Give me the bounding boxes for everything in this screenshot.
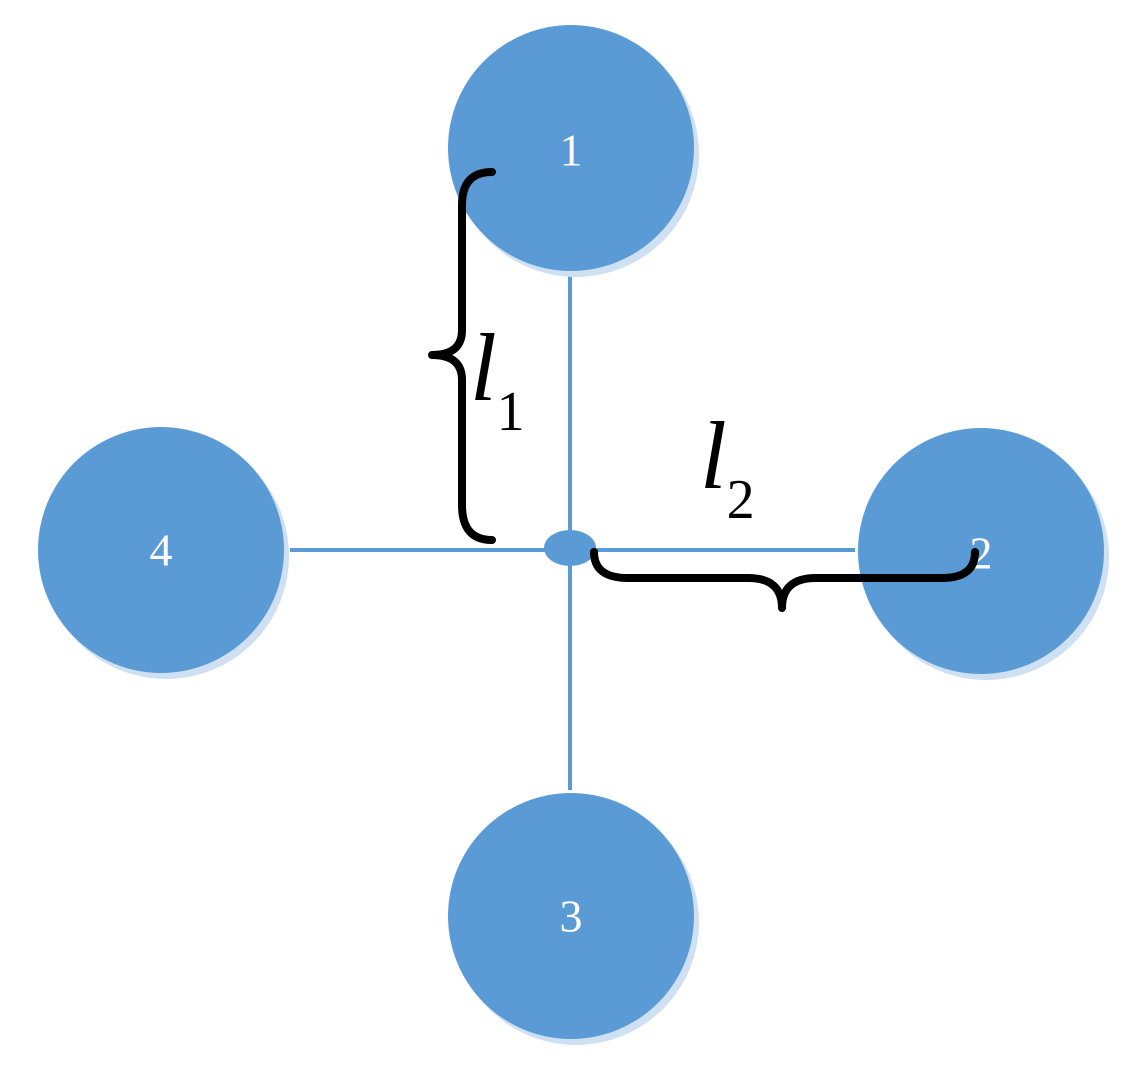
dimension-l2-label: l2 xyxy=(700,402,755,531)
node-1-label: 1 xyxy=(560,125,583,176)
node-1-circle xyxy=(448,25,694,271)
node-3-label: 3 xyxy=(560,891,583,942)
node-3: 3 xyxy=(448,793,694,1039)
node-4-circle xyxy=(38,427,284,673)
node-3-circle xyxy=(448,793,694,1039)
dimension-l1: l1 xyxy=(428,168,525,544)
node-4: 4 xyxy=(38,427,284,673)
node-4-label: 4 xyxy=(150,525,173,576)
dimension-l1-label: l1 xyxy=(470,314,525,443)
center-hub xyxy=(544,530,596,566)
dimension-l2: l2 xyxy=(590,402,979,612)
node-1: 1 xyxy=(448,25,694,271)
dimension-l1-subscript: 1 xyxy=(497,381,525,443)
dimension-l2-symbol: l xyxy=(700,402,727,509)
frame-arms xyxy=(290,270,855,790)
node-2-circle xyxy=(858,428,1104,674)
brace-l2 xyxy=(590,548,979,612)
dimension-l2-subscript: 2 xyxy=(727,469,755,531)
brace-l1 xyxy=(428,168,496,544)
dimension-l1-symbol: l xyxy=(470,314,497,421)
node-2: 2 xyxy=(858,428,1104,674)
